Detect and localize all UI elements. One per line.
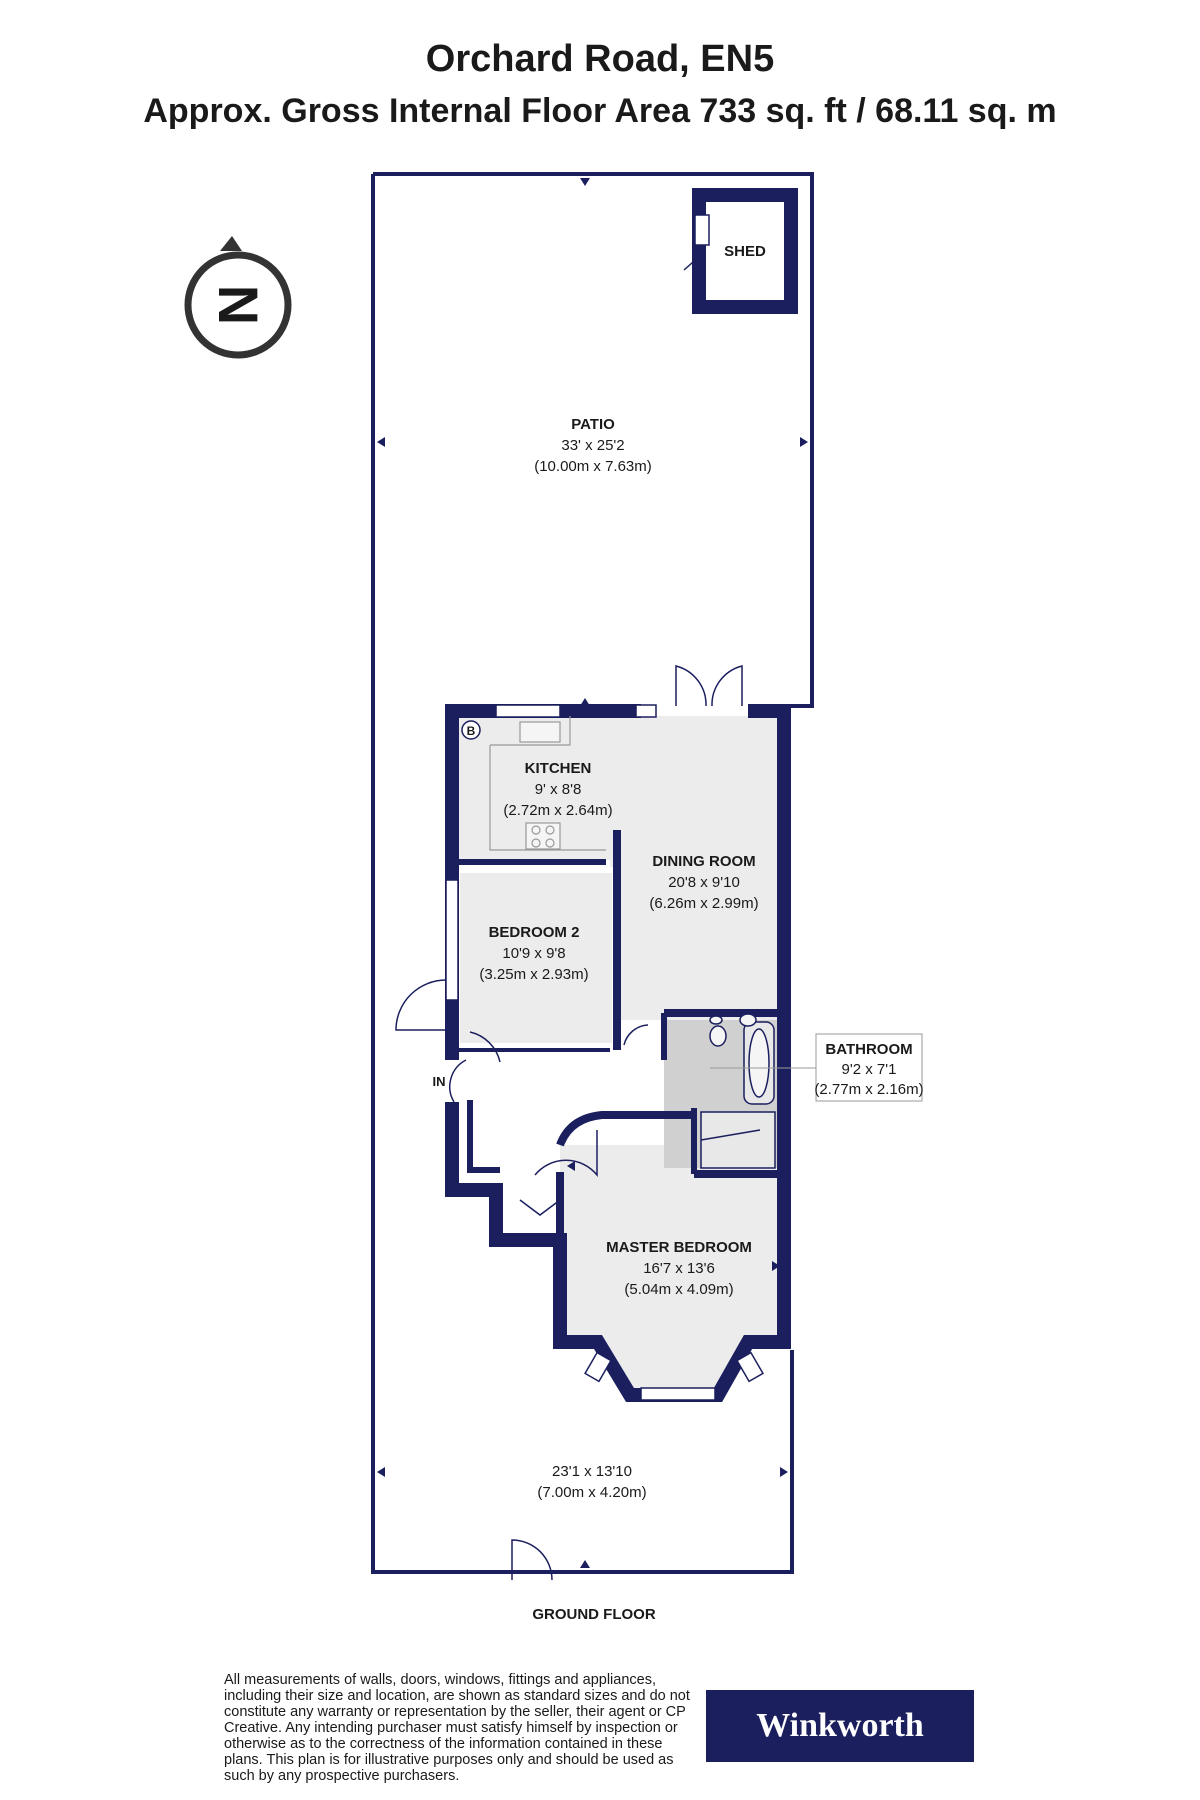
bedroom-2-label: BEDROOM 2 <box>489 924 580 941</box>
master-bedroom-dims-metric: (5.04m x 4.09m) <box>624 1281 733 1298</box>
bathroom-fixtures <box>700 1013 776 1169</box>
dining-room-label: DINING ROOM <box>652 853 755 870</box>
bedroom-2-dims-imperial: 10'9 x 9'8 <box>502 945 565 962</box>
dining-room-dims-imperial: 20'8 x 9'10 <box>668 874 740 891</box>
bathroom-dims-imperial: 9'2 x 7'1 <box>842 1061 897 1078</box>
doors <box>395 665 743 1581</box>
patio-dims-metric: (10.00m x 7.63m) <box>534 458 652 475</box>
plot-outline <box>371 174 794 1574</box>
floor-label: GROUND FLOOR <box>532 1606 655 1623</box>
shed-label: SHED <box>724 243 766 260</box>
bedroom-2-dims-metric: (3.25m x 2.93m) <box>479 966 588 983</box>
winkworth-logo: Winkworth <box>706 1690 974 1762</box>
patio-label: PATIO <box>571 416 615 433</box>
kitchen-fixtures <box>489 716 606 851</box>
entrance-label: IN <box>433 1074 446 1089</box>
kitchen-dims-imperial: 9' x 8'8 <box>535 781 582 798</box>
front-garden-dims-metric: (7.00m x 4.20m) <box>537 1484 646 1501</box>
bathroom-callout-box <box>815 1033 923 1102</box>
dining-room-dims-metric: (6.26m x 2.99m) <box>649 895 758 912</box>
bathroom-dims-metric: (2.77m x 2.16m) <box>814 1081 923 1098</box>
master-bedroom-label: MASTER BEDROOM <box>606 1239 752 1256</box>
boiler-marker: B <box>461 720 481 740</box>
page-title: Orchard Road, EN5 <box>425 38 775 80</box>
kitchen-dims-metric: (2.72m x 2.64m) <box>503 802 612 819</box>
windows <box>445 704 764 1401</box>
floor-area-subtitle: Approx. Gross Internal Floor Area 733 sq… <box>143 92 1057 130</box>
disclaimer-text: All measurements of walls, doors, window… <box>224 1672 690 1784</box>
interior-walls <box>452 830 784 1240</box>
front-garden-dims-imperial: 23'1 x 13'10 <box>552 1463 632 1480</box>
dimension-markers <box>377 178 808 1568</box>
bathroom-label: BATHROOM <box>825 1041 912 1058</box>
compass-icon: N <box>184 236 292 359</box>
kitchen-label: KITCHEN <box>525 760 592 777</box>
shed <box>683 188 798 314</box>
patio-dims-imperial: 33' x 25'2 <box>561 437 624 454</box>
compass-north-label: N <box>207 285 270 325</box>
master-bedroom-dims-imperial: 16'7 x 13'6 <box>643 1260 715 1277</box>
svg-text:B: B <box>467 724 476 738</box>
